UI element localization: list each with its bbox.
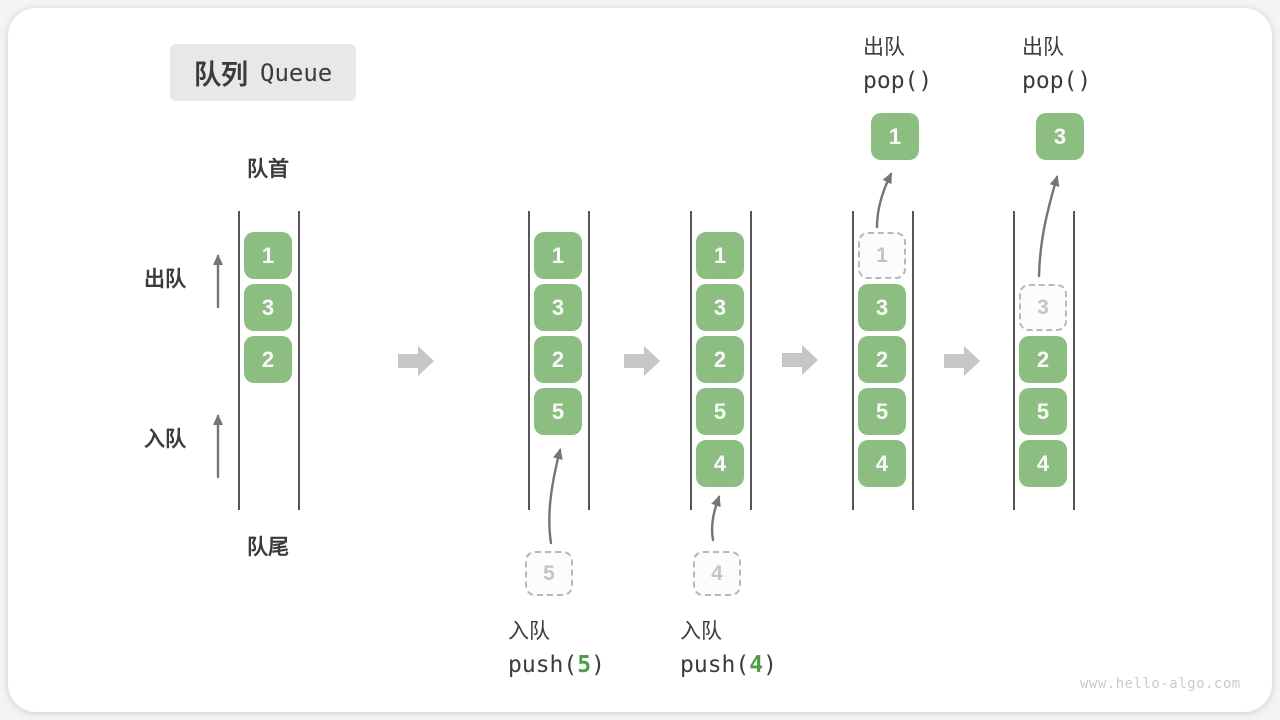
incoming-element-ghost: 5 (525, 551, 573, 596)
queue-element: 4 (1019, 440, 1067, 487)
queue-wall (298, 211, 300, 510)
diagram-card (8, 8, 1272, 712)
op-code: pop() (1022, 68, 1091, 94)
title-zh: 队列 (194, 60, 248, 90)
queue-element-ghost: 3 (1019, 284, 1067, 331)
queue-element: 2 (1019, 336, 1067, 383)
queue-element: 4 (696, 440, 744, 487)
queue-element: 3 (858, 284, 906, 331)
queue-element-ghost: 1 (858, 232, 906, 279)
op-code: push(4) (680, 652, 777, 678)
queue-element: 1 (244, 232, 292, 279)
op-code: pop() (863, 68, 932, 94)
label-queue-front: 队首 (247, 158, 289, 181)
op-push-5: 入队 push(5) (508, 615, 605, 678)
code-pre: pop( (1022, 68, 1078, 94)
title-box: 队列 Queue (170, 44, 357, 101)
op-label: 入队 (508, 620, 550, 643)
queue-element: 2 (858, 336, 906, 383)
queue-wall (750, 211, 752, 510)
label-enqueue: 入队 (144, 428, 186, 451)
watermark: www.hello-algo.com (1080, 676, 1241, 692)
popped-element: 3 (1036, 113, 1084, 160)
queue-wall (238, 211, 240, 510)
queue-element: 1 (534, 232, 582, 279)
op-label: 出队 (863, 36, 905, 59)
queue-wall (1013, 211, 1015, 510)
queue-element: 3 (534, 284, 582, 331)
queue-wall (1073, 211, 1075, 510)
op-push-4: 入队 push(4) (680, 615, 777, 678)
code-arg: 5 (577, 652, 592, 678)
title-en: Queue (260, 58, 333, 87)
code-arg: 4 (749, 652, 764, 678)
queue-element: 5 (1019, 388, 1067, 435)
code-pre: push( (508, 652, 578, 678)
queue-wall (852, 211, 854, 510)
queue-wall (528, 211, 530, 510)
queue-element: 2 (534, 336, 582, 383)
label-queue-rear: 队尾 (247, 536, 289, 559)
label-dequeue: 出队 (144, 268, 186, 291)
queue-element: 3 (244, 284, 292, 331)
code-post: ) (763, 652, 777, 678)
queue-wall (690, 211, 692, 510)
queue-element: 5 (534, 388, 582, 435)
op-label: 入队 (680, 620, 722, 643)
queue-element: 2 (244, 336, 292, 383)
queue-element: 3 (696, 284, 744, 331)
op-label: 出队 (1022, 36, 1064, 59)
queue-wall (912, 211, 914, 510)
op-pop-2: 出队 pop() (1022, 31, 1091, 94)
code-pre: push( (680, 652, 750, 678)
code-post: ) (918, 68, 933, 94)
popped-element: 1 (871, 113, 919, 160)
queue-element: 5 (858, 388, 906, 435)
op-code: push(5) (508, 652, 605, 678)
queue-element: 5 (696, 388, 744, 435)
incoming-element-ghost: 4 (693, 551, 741, 596)
queue-element: 4 (858, 440, 906, 487)
code-pre: pop( (863, 68, 919, 94)
queue-element: 1 (696, 232, 744, 279)
code-post: ) (591, 652, 605, 678)
code-post: ) (1077, 68, 1092, 94)
op-pop-1: 出队 pop() (863, 31, 932, 94)
queue-element: 2 (696, 336, 744, 383)
queue-wall (588, 211, 590, 510)
